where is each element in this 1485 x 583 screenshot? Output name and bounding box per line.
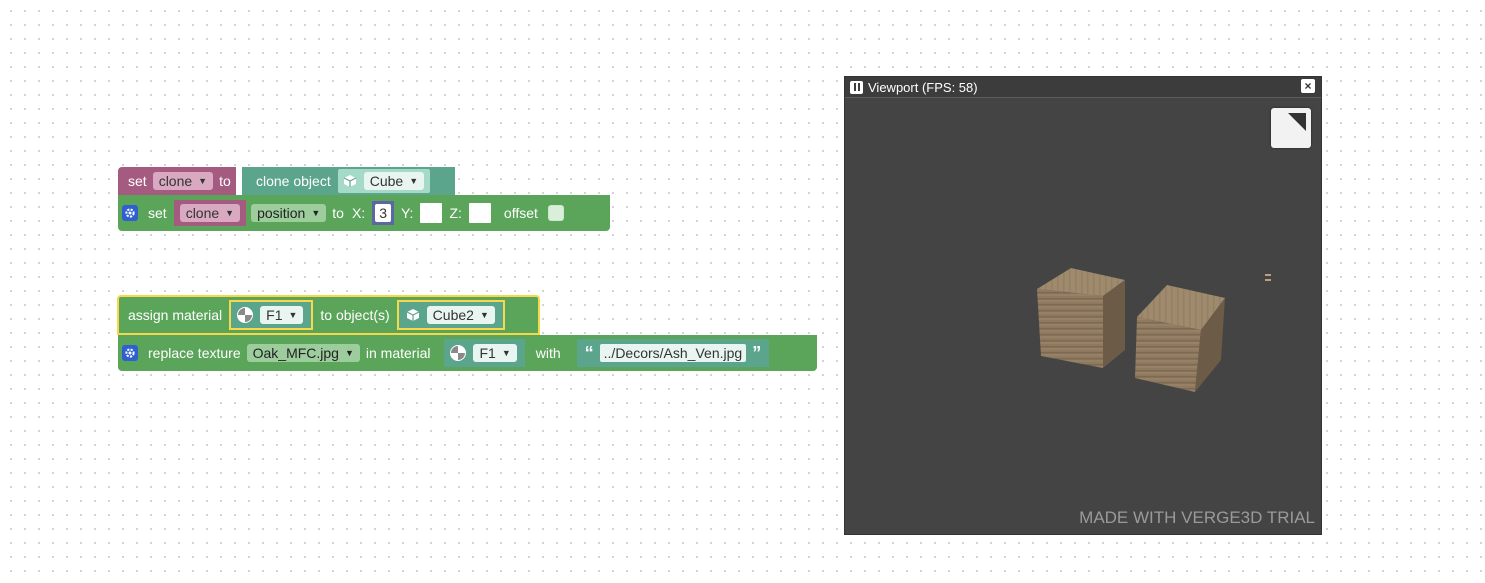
chevron-down-icon: ▼ bbox=[479, 310, 489, 320]
viewport-panel[interactable]: Viewport (FPS: 58) × bbox=[844, 76, 1322, 535]
z-label: Z: bbox=[449, 205, 462, 221]
chevron-down-icon: ▼ bbox=[198, 176, 208, 186]
replace-texture-label: replace texture bbox=[148, 345, 241, 361]
chevron-down-icon: ▼ bbox=[409, 176, 419, 186]
material-icon bbox=[450, 345, 467, 361]
path-text-field[interactable]: ../Decors/Ash_Ven.jpg bbox=[599, 344, 747, 362]
set-variable-block[interactable]: set clone ▼ to bbox=[118, 167, 236, 195]
offset-label: offset bbox=[503, 205, 538, 221]
pause-icon[interactable] bbox=[850, 80, 863, 94]
cube-icon bbox=[405, 307, 421, 323]
distant-object bbox=[1265, 274, 1271, 281]
object-dropdown[interactable]: Cube2 ▼ bbox=[426, 306, 495, 324]
z-input-slot[interactable] bbox=[468, 203, 491, 223]
offset-checkbox[interactable] bbox=[547, 205, 564, 221]
material-dropdown[interactable]: F1 ▼ bbox=[473, 344, 517, 362]
y-label: Y: bbox=[400, 205, 414, 221]
cube-icon bbox=[342, 173, 358, 189]
property-name: position bbox=[257, 205, 306, 221]
gear-icon[interactable] bbox=[122, 345, 138, 361]
to-objects-label: to object(s) bbox=[320, 307, 390, 323]
variable-getter-block[interactable]: clone ▼ bbox=[173, 200, 247, 226]
material-dropdown[interactable]: F1 ▼ bbox=[260, 306, 304, 324]
watermark: MADE WITH VERGE3D TRIAL bbox=[1079, 508, 1315, 527]
set-label: set bbox=[128, 173, 147, 189]
chevron-down-icon: ▼ bbox=[344, 348, 354, 358]
chevron-down-icon: ▼ bbox=[311, 208, 321, 218]
gear-icon[interactable] bbox=[122, 205, 138, 221]
close-icon[interactable]: × bbox=[1301, 79, 1315, 93]
set-position-block[interactable]: set clone ▼ position ▼ to X: 3 Y: Z: offse… bbox=[118, 195, 610, 231]
x-label: X: bbox=[351, 205, 366, 221]
variable-dropdown[interactable]: clone ▼ bbox=[152, 172, 214, 190]
object-name: Cube2 bbox=[432, 307, 474, 323]
assign-material-block[interactable]: assign material F1 ▼ to object(s) Cube2 ▼ bbox=[117, 295, 540, 335]
clone-object-block[interactable]: clone object Cube ▼ bbox=[242, 167, 455, 195]
close-quote-icon: ” bbox=[752, 342, 762, 363]
viewport-title: Viewport (FPS: 58) bbox=[868, 79, 978, 95]
texture-dropdown[interactable]: Oak_MFC.jpg ▼ bbox=[246, 344, 360, 362]
object-dropdown[interactable]: Cube ▼ bbox=[363, 172, 425, 190]
assign-material-label: assign material bbox=[128, 307, 223, 323]
chevron-down-icon: ▼ bbox=[225, 208, 235, 218]
material-name: F1 bbox=[479, 345, 496, 361]
material-selector-block[interactable]: F1 ▼ bbox=[229, 300, 314, 330]
viewport-header: Viewport (FPS: 58) × bbox=[845, 77, 1321, 98]
to-label: to bbox=[332, 205, 344, 221]
to-label: to bbox=[219, 173, 231, 189]
texture-name: Oak_MFC.jpg bbox=[252, 345, 339, 361]
chevron-down-icon: ▼ bbox=[501, 348, 511, 358]
cube-object[interactable] bbox=[1037, 268, 1125, 368]
chevron-down-icon: ▼ bbox=[288, 310, 298, 320]
object-selector-block[interactable]: Cube ▼ bbox=[337, 169, 431, 193]
material-selector-block[interactable]: F1 ▼ bbox=[444, 339, 525, 367]
material-name: F1 bbox=[266, 307, 283, 323]
viewport-canvas[interactable] bbox=[845, 98, 1321, 535]
number-block[interactable]: 3 bbox=[372, 201, 394, 225]
property-dropdown[interactable]: position ▼ bbox=[251, 204, 327, 222]
in-material-label: in material bbox=[365, 345, 431, 361]
with-label: with bbox=[535, 345, 561, 361]
variable-name: clone bbox=[185, 205, 220, 221]
open-quote-icon: “ bbox=[584, 342, 594, 363]
variable-dropdown[interactable]: clone ▼ bbox=[179, 204, 241, 222]
x-value-field[interactable]: 3 bbox=[375, 204, 391, 222]
replace-texture-block[interactable]: replace texture Oak_MFC.jpg ▼ in material… bbox=[118, 335, 817, 371]
material-icon bbox=[237, 307, 254, 323]
y-input-slot[interactable] bbox=[420, 203, 443, 223]
fullscreen-button[interactable] bbox=[1271, 108, 1311, 148]
set-label: set bbox=[148, 205, 167, 221]
clone-object-label: clone object bbox=[256, 173, 331, 189]
object-name: Cube bbox=[369, 173, 404, 189]
object-selector-block[interactable]: Cube2 ▼ bbox=[396, 300, 505, 330]
cube2-object[interactable] bbox=[1135, 285, 1225, 392]
text-block[interactable]: “ ../Decors/Ash_Ven.jpg ” bbox=[576, 339, 770, 367]
variable-name: clone bbox=[158, 173, 193, 189]
